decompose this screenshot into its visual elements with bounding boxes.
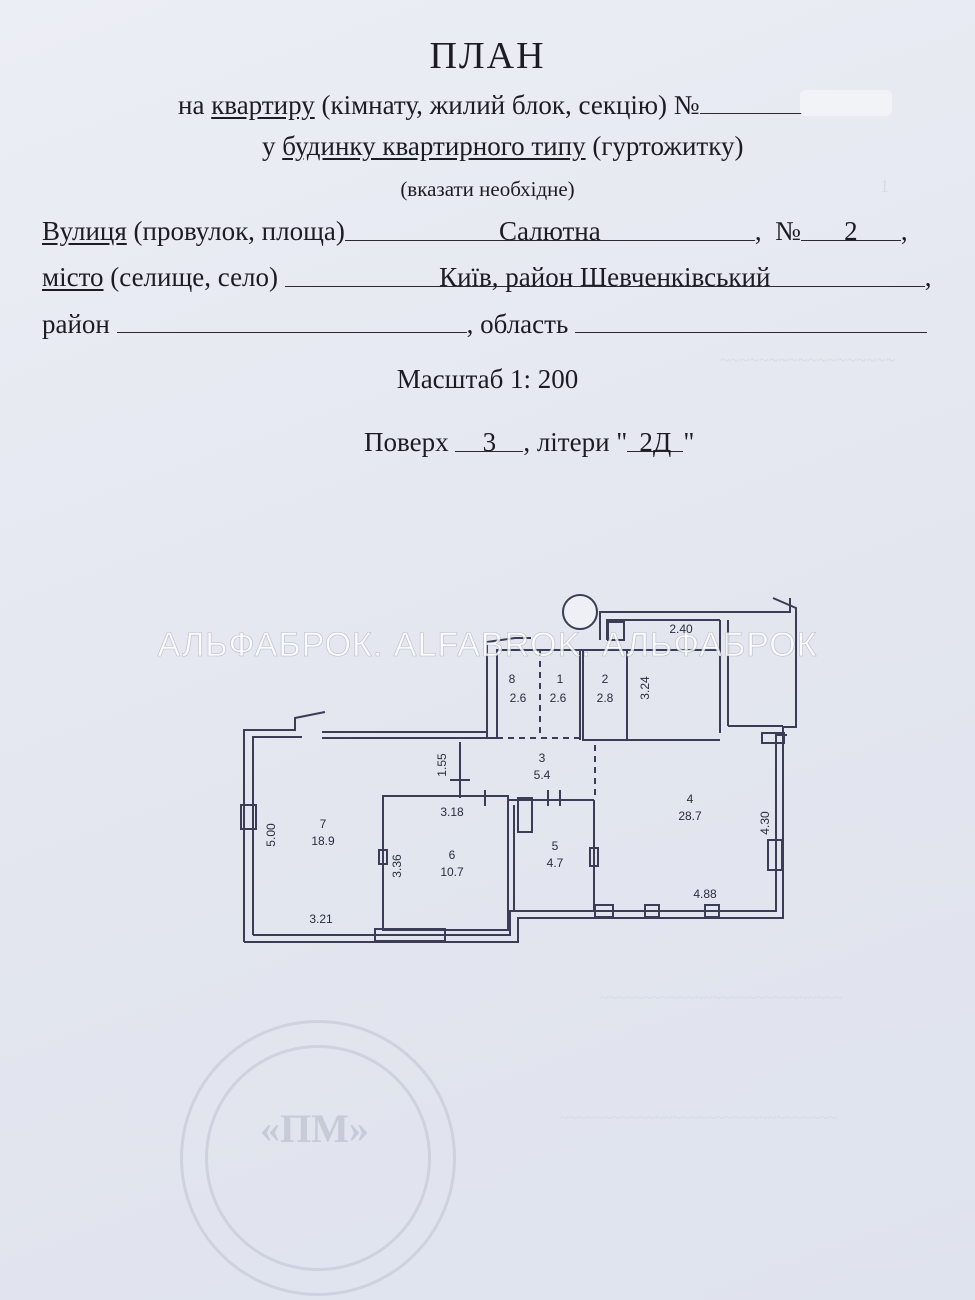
bleed-through-text: 1 [880, 176, 889, 196]
dimension-label: 4.30 [758, 811, 772, 835]
dimension-label: 5.00 [264, 823, 278, 847]
apartment-number-field [699, 89, 822, 114]
city-line: місто (селище, село) Київ, район Шевченк… [42, 262, 932, 292]
stamp-seal-impression [180, 1020, 456, 1296]
floor-value: 3 [455, 427, 524, 457]
dimension-label: 3.18 [440, 805, 464, 819]
room-area: 2.6 [510, 691, 527, 705]
dimension-label: 3.21 [309, 912, 333, 926]
house-number-value: 2 [800, 216, 901, 246]
building-type-line: у будинку квартирного типу (гуртожитку) [262, 131, 744, 161]
room-label: 5 [552, 839, 559, 853]
room-label: 6 [449, 848, 456, 862]
instruction-note: (вказати необхідне) [400, 177, 575, 201]
watermark-text: АЛЬФАБРОК. ALFABROK. АЛЬФАБРОК [157, 626, 818, 665]
room-area: 10.7 [440, 865, 464, 879]
room-label: 4 [687, 792, 694, 806]
bleed-through-text: ~~~~~~~~~~~~~~~~~~ [720, 350, 896, 370]
district-line: район , область [42, 308, 928, 340]
room-area: 2.8 [597, 691, 614, 705]
floor-line: Поверх 3, літери "2Д" [364, 427, 695, 457]
street-value: Салютна [344, 216, 755, 246]
city-value: Київ, район Шевченківський [284, 262, 925, 292]
stamp-seal-impression: «ПМ» [260, 1106, 369, 1151]
dimension-label: 2.40 [669, 622, 693, 636]
dimension-label: 1.55 [435, 753, 449, 777]
dimension-label: 3.36 [390, 854, 404, 878]
room-area: 4.7 [547, 856, 564, 870]
room-label: 3 [539, 751, 546, 765]
district-value [116, 308, 467, 333]
bleed-through-text: ~~~~~~~~~~~~~~~~~~~~~~~~~~~~ [600, 990, 843, 1007]
room-area: 2.6 [550, 691, 567, 705]
room-area: 18.9 [311, 834, 335, 848]
dimension-label: 4.88 [693, 887, 717, 901]
document-title: ПЛАН [429, 35, 546, 77]
object-type-line: на квартиру (кімнату, жилий блок, секцію… [178, 89, 822, 121]
dimension-label: 3.24 [638, 676, 652, 700]
scale-label: Масштаб 1: 200 [396, 364, 579, 394]
region-value [575, 308, 928, 333]
letters-value: 2Д [627, 427, 684, 457]
bleed-through-text: ~~~~~~~~~~~~~~~~~~~~~~~~~~~~~~~~ [560, 1110, 837, 1127]
stamp-seal-impression [205, 1045, 431, 1271]
room-area: 28.7 [678, 809, 702, 823]
room-label: 1 [557, 672, 564, 686]
room-label: 7 [320, 817, 327, 831]
room-label: 8 [509, 672, 516, 686]
room-label: 2 [602, 672, 609, 686]
redaction-mark [800, 90, 892, 116]
room-area: 5.4 [534, 768, 551, 782]
